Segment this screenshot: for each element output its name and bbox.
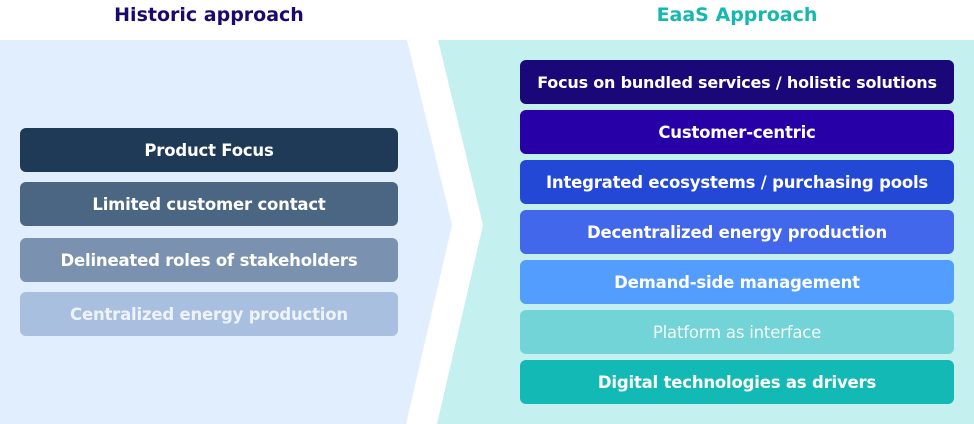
eaas-item-customer-centric: Customer-centric <box>520 110 954 154</box>
item-label: Delineated roles of stakeholders <box>60 250 358 270</box>
item-label: Integrated ecosystems / purchasing pools <box>545 172 929 192</box>
historic-item-delineated-roles: Delineated roles of stakeholders <box>20 238 398 282</box>
item-label: Digital technologies as drivers <box>597 372 877 392</box>
item-label: Product Focus <box>144 140 274 160</box>
eaas-item-demand-side-management: Demand-side management <box>520 260 954 304</box>
eaas-item-decentralized-energy: Decentralized energy production <box>520 210 954 254</box>
eaas-item-integrated-ecosystems: Integrated ecosystems / purchasing pools <box>520 160 954 204</box>
historic-item-limited-customer-contact: Limited customer contact <box>20 182 398 226</box>
item-label: Decentralized energy production <box>586 222 888 242</box>
item-label: Centralized energy production <box>70 304 348 324</box>
item-label: Platform as interface <box>652 322 822 342</box>
item-label: Demand-side management <box>614 272 860 292</box>
left-panel-shape <box>0 40 452 424</box>
eaas-item-digital-technologies: Digital technologies as drivers <box>520 360 954 404</box>
eaas-approach-title: EaaS Approach <box>656 4 818 26</box>
eaas-item-bundled-services: Focus on bundled services / holistic sol… <box>520 60 954 104</box>
item-label: Focus on bundled services / holistic sol… <box>537 72 937 92</box>
historic-approach-title: Historic approach <box>114 4 304 26</box>
eaas-item-platform-interface: Platform as interface <box>520 310 954 354</box>
item-label: Limited customer contact <box>92 194 326 214</box>
historic-item-centralized-energy: Centralized energy production <box>20 292 398 336</box>
item-label: Customer-centric <box>658 122 816 142</box>
historic-item-product-focus: Product Focus <box>20 128 398 172</box>
